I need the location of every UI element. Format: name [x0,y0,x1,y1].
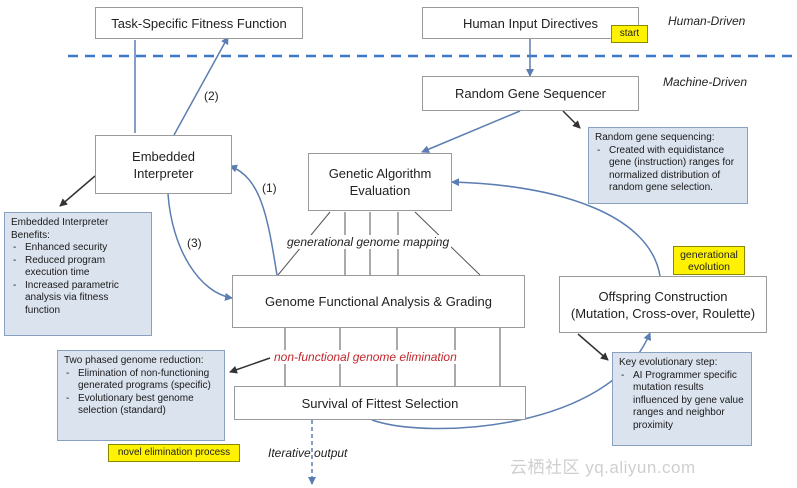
key-evolutionary-title: Key evolutionary step: [619,357,718,368]
genome-analysis-box: Genome Functional Analysis & Grading [232,275,525,328]
start-tag: start [611,25,648,43]
interpreter-benefit-item: Increased parametric analysis via fitnes… [13,280,145,318]
non-functional-elimination-label: non-functional genome elimination [272,350,459,364]
watermark: 云栖社区 yq.aliyun.com [510,458,696,477]
interpreter-benefits-note: Embedded Interpreter Benefits: Enhanced … [4,212,152,336]
arrow-random-to-note [562,110,581,129]
step-3-label: (3) [187,236,202,250]
arrow-offspring-to-ga [451,178,661,277]
arrow-interpreter-to-note [59,175,96,207]
human-input-box: Human Input Directives [422,7,639,39]
machine-driven-label: Machine-Driven [663,75,748,89]
generational-evolution-tag: generational evolution [673,246,745,275]
task-fitness-label: Task-Specific Fitness Function [111,15,287,31]
offspring-title: Offspring Construction [598,288,728,304]
embedded-interpreter-label: Embedded Interpreter [132,148,195,181]
genome-reduction-note: Two phased genome reduction: Elimination… [57,350,225,441]
human-input-label: Human Input Directives [462,15,599,31]
survival-box: Survival of Fittest Selection [234,386,526,420]
arrow-offspring-to-note [577,333,609,361]
step-1-label: (1) [262,181,277,195]
arrow-interpreter-to-analysis [167,193,233,301]
iterative-output-label: Iterative output [268,446,348,460]
genome-reduction-title: Two phased genome reduction: [64,355,204,366]
survival-label: Survival of Fittest Selection [301,395,459,411]
novel-elimination-tag: novel elimination process [108,444,240,462]
key-evolutionary-item: AI Programmer specific mutation results … [621,370,745,433]
interpreter-benefits-title: Embedded Interpreter Benefits: [11,217,109,241]
random-gene-note-item: Created with equidistance gene (instruct… [597,145,741,195]
step-2-label: (2) [204,89,219,103]
random-gene-label: Random Gene Sequencer [454,86,607,101]
embedded-interpreter-box: Embedded Interpreter [95,135,232,194]
offspring-box: Offspring Construction (Mutation, Cross-… [559,276,767,333]
arrow-elimination-to-note [229,357,271,374]
genome-mapping-label: generational genome mapping [285,235,452,249]
human-driven-label: Human-Driven [668,14,746,28]
genetic-algorithm-label: Genetic Algorithm Evaluation [328,166,432,198]
genome-analysis-label: Genome Functional Analysis & Grading [265,294,492,309]
task-fitness-box: Task-Specific Fitness Function [95,7,303,39]
interpreter-benefit-item: Reduced program execution time [13,255,145,280]
random-gene-note-title: Random gene sequencing: [595,132,715,143]
interpreter-benefit-item: Enhanced security [13,242,145,255]
random-gene-note: Random gene sequencing: Created with equ… [588,127,748,204]
genome-reduction-item: Elimination of non-functioning generated… [66,368,218,393]
random-gene-box: Random Gene Sequencer [422,76,639,111]
genome-reduction-item: Evolutionary best genome selection (stan… [66,393,218,418]
offspring-subtitle: (Mutation, Cross-over, Roulette) [570,305,756,321]
key-evolutionary-note: Key evolutionary step: AI Programmer spe… [612,352,752,446]
arrow-interpreter-to-fitness [173,36,229,136]
genetic-algorithm-box: Genetic Algorithm Evaluation [308,153,452,211]
arrow-analysis-to-interpreter [229,164,278,276]
arrow-random-to-ga [421,110,521,153]
